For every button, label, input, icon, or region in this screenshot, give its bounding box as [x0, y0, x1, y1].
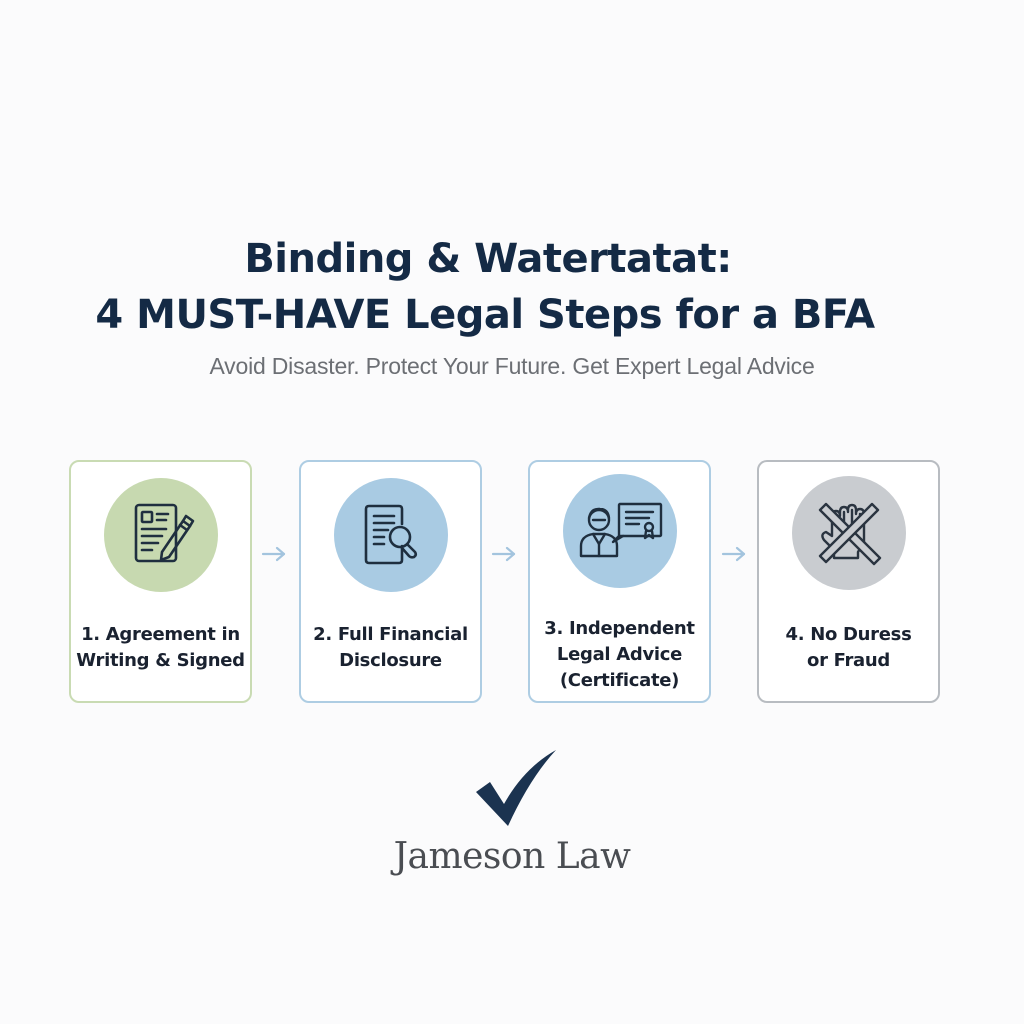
step-label-line: (Certificate) [559, 670, 680, 691]
step-label-line: 3. Independent [544, 618, 695, 639]
arrow-right-icon [721, 546, 746, 562]
title-line-1: Binding & Watertatat: [244, 236, 732, 282]
step-card-agreement: 1. Agreement in Writing & Signed [69, 460, 252, 703]
step-card-disclosure: 2. Full Financial Disclosure [299, 460, 482, 703]
step-label-line: or Fraud [807, 650, 890, 671]
step-label-line: 2. Full Financial [313, 624, 468, 645]
step-label-line: Disclosure [339, 650, 442, 671]
document-search-icon [333, 478, 448, 592]
step-card-no-duress: 4. No Duress or Fraud [757, 460, 940, 703]
step-label-4: 4. No Duress or Fraud [759, 622, 938, 674]
arrow-right-icon [491, 546, 516, 562]
crossed-hand-icon [791, 476, 906, 590]
step-label-1: 1. Agreement in Writing & Signed [71, 622, 250, 674]
step-label-2: 2. Full Financial Disclosure [301, 622, 480, 674]
document-pen-icon [103, 478, 218, 592]
arrow-right-icon [261, 546, 286, 562]
title-line-2: 4 MUST-HAVE Legal Steps for a BFA [95, 292, 875, 338]
step-label-line: Writing & Signed [76, 650, 245, 671]
step-label-line: 4. No Duress [785, 624, 912, 645]
lawyer-certificate-icon [562, 474, 677, 588]
step-label-line: 1. Agreement in [81, 624, 240, 645]
step-card-legal-advice: 3. Independent Legal Advice (Certificate… [528, 460, 711, 703]
checkmark-icon [476, 750, 556, 826]
step-label-3: 3. Independent Legal Advice (Certificate… [530, 616, 709, 694]
step-label-line: Legal Advice [556, 644, 683, 665]
brand-name: Jameson Law [393, 836, 631, 877]
subtitle: Avoid Disaster. Protect Your Future. Get… [209, 353, 815, 379]
